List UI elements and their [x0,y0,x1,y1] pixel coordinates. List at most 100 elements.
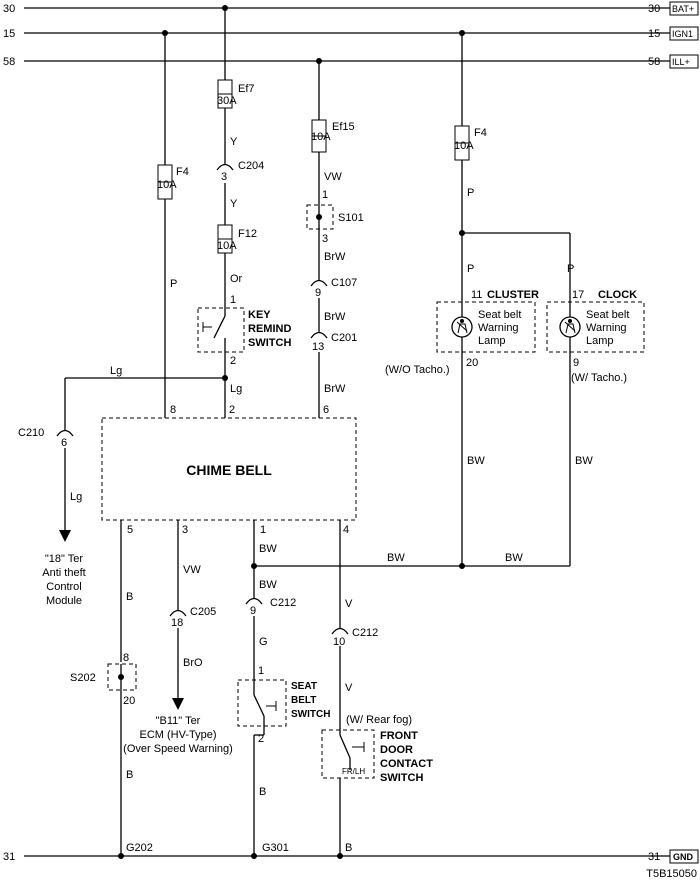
splice-s101-pin-bottom: 3 [322,233,328,245]
bus-ign1: 15 15 IGN1 [3,26,699,41]
wire-color-label: B [345,842,352,854]
arrow-down-icon [172,698,184,710]
ecm-label-3: (Over Speed Warning) [123,743,233,755]
connector-c204 [216,163,234,171]
wire-color-label: V [345,598,353,610]
cluster-title: CLUSTER [487,289,539,301]
chime-pin: 1 [260,524,266,536]
junction-dot [118,853,124,859]
wire-color-label: Y [230,136,238,148]
chime-bell: CHIME BELL 8 2 6 5 3 1 4 [101,404,357,536]
clock-pin-bottom: 9 [573,357,579,369]
wire-color-label: BW [387,552,405,564]
bus-ground: 31 31 GND [3,849,699,864]
circuit-cluster-clock: F4 10A P P P 11 CLUSTER Seat belt Warnin… [385,33,645,569]
wire-color-label: BrW [324,383,346,395]
bus-ground-right-label: 31 [648,851,660,863]
connector-c210 [56,429,74,437]
wire-color-label: P [467,187,474,199]
key-switch-label-1: KEY [248,309,271,321]
key-remind-switch [197,307,245,353]
circuit-key-remind: 30A Ef7 Y C204 3 Y 10A F12 Or 1 KEY REMI… [197,8,291,418]
connector-c204-name: C204 [238,160,264,172]
connector-c212-seat [245,597,263,605]
connector-c212-door-pin: 10 [333,636,345,648]
bus-ground-tag: GND [673,852,694,862]
wire-color-label: VW [324,171,342,183]
cluster-lamp-line2: Warning [478,322,519,334]
key-switch-label-2: REMIND [248,323,291,335]
wire-color-label: BrO [183,657,203,669]
door-switch-note: (W/ Rear fog) [346,714,412,726]
clock-lamp-line1: Seat belt [586,309,629,321]
wire-color-label: BW [505,552,523,564]
bus-ign1-right-label: 15 [648,28,660,40]
seat-switch-pin-bottom: 2 [258,733,264,745]
wire-color-label: B [259,786,266,798]
bus-ill-tag: ILL+ [672,57,690,67]
key-switch-label-3: SWITCH [248,337,291,349]
bus-ign1-left-label: 15 [3,28,15,40]
fuse-f4-left-rating: 10A [157,179,177,191]
connector-c204-pin: 3 [221,171,227,183]
splice-s202-name: S202 [70,672,96,684]
connector-c212-door [331,627,349,635]
wire-color-label: Lg [70,491,82,503]
bus-bat-tag: BAT+ [672,4,694,14]
figure-code: T5B15050 [646,868,697,880]
antitheft-label-4: Module [46,595,82,607]
fuse-f4-right-rating: 10A [454,140,474,152]
antitheft-label-3: Control [46,581,81,593]
wire-color-label: BrW [324,311,346,323]
chime-pin: 5 [127,524,133,536]
chime-pin: 3 [182,524,188,536]
junction-dot [118,674,124,680]
fuse-f12-rating: 10A [217,240,237,252]
wire-color-label: V [345,682,353,694]
wire-color-label: VW [183,564,201,576]
chime-pin: 2 [229,404,235,416]
wire-color-label: BrW [324,251,346,263]
door-switch-label-1: FRONT [380,730,418,742]
connector-c107-pin: 9 [315,287,321,299]
splice-s202-pin-bottom: 20 [123,695,135,707]
antitheft-label-1: "18" Ter [45,553,84,565]
connector-c205 [169,609,187,617]
bus-ign1-tag: IGN1 [672,29,693,39]
splice-s101-name: S101 [338,212,364,224]
fuse-ef7-name: Ef7 [238,83,255,95]
bus-bat: 30 30 BAT+ [3,1,699,16]
fuse-f4-left-name: F4 [176,166,189,178]
wire-color-label: Or [230,273,243,285]
wire-color-label: P [467,263,474,275]
door-switch-label-3: CONTACT [380,758,433,770]
junction-dot [337,853,343,859]
wire-color-label: BW [575,455,593,467]
bus-ill-right-label: 58 [648,56,660,68]
bus-ill: 58 58 ILL+ [3,54,699,69]
wire-color-label: B [126,591,133,603]
ground-g202-label: G202 [126,842,153,854]
connector-c210-pin: 6 [61,437,67,449]
door-switch-position: FR/LH [342,767,365,776]
splice-s101-pin-top: 1 [322,189,328,201]
seat-switch-label-2: BELT [291,695,316,706]
chime-pin: 6 [323,404,329,416]
junction-dot [316,214,322,220]
chime-bell-label: CHIME BELL [186,462,272,478]
clock-lamp-line3: Lamp [586,335,614,347]
wire-color-label: BW [467,455,485,467]
splice-s101 [306,204,334,230]
arrow-down-icon [59,530,71,542]
wire-color-label: B [126,769,133,781]
circuit-ign-f4: F4 10A P [157,33,189,418]
seat-switch-pin-top: 1 [258,665,264,677]
seat-belt-switch [237,679,287,727]
wire-color-label: Lg [230,383,242,395]
splice-s202-pin-top: 8 [123,652,129,664]
cluster-unit [436,301,536,353]
wire-color-label: BW [259,579,277,591]
clock-unit [546,301,645,353]
door-switch-label-2: DOOR [380,744,413,756]
